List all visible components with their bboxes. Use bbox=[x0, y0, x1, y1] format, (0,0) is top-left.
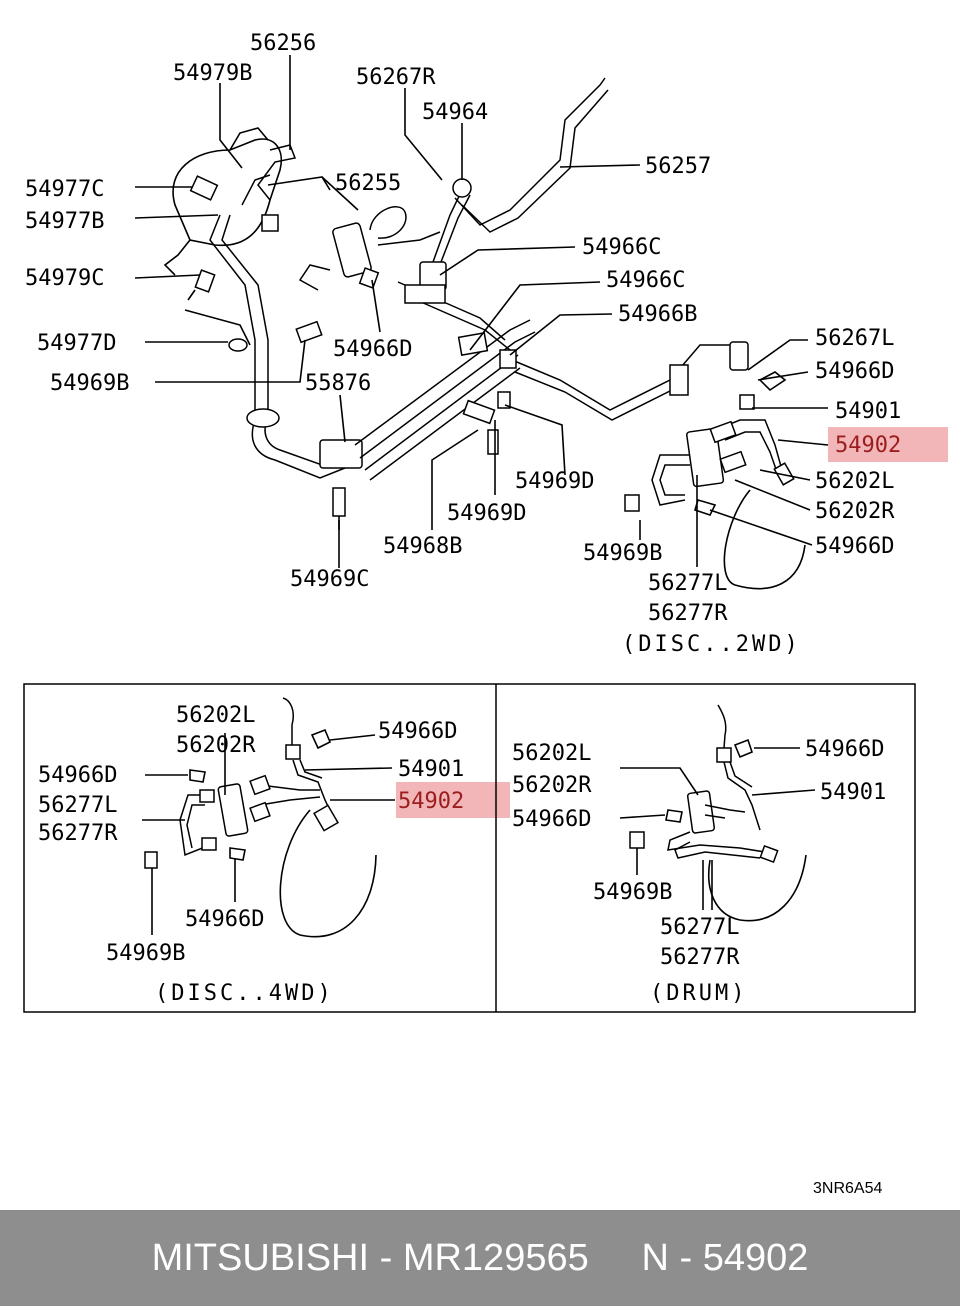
b1-label-54966D-top: 54966D bbox=[378, 719, 457, 744]
label-56255: 56255 bbox=[335, 171, 401, 196]
b2-label-56277R: 56277R bbox=[660, 945, 740, 970]
label-54977D: 54977D bbox=[37, 331, 116, 356]
label-54969C: 54969C bbox=[290, 567, 369, 592]
b2-label-54969B: 54969B bbox=[593, 880, 672, 905]
b1-label-54969B: 54969B bbox=[106, 941, 185, 966]
b2-label-56277L: 56277L bbox=[660, 915, 739, 940]
part-number-footer: MITSUBISHI - MR129565 N - 54902 bbox=[0, 1210, 960, 1306]
label-56202L-right: 56202L bbox=[815, 469, 894, 494]
b1-label-56202R: 56202R bbox=[176, 733, 256, 758]
b1-label-56277R: 56277R bbox=[38, 821, 118, 846]
b2-label-54966D-top: 54966D bbox=[805, 737, 884, 762]
label-54977C: 54977C bbox=[25, 177, 104, 202]
b1-label-54901: 54901 bbox=[398, 757, 464, 782]
label-54966D-right: 54966D bbox=[815, 359, 894, 384]
parts-diagram: 56256 54979B 56267R 54964 56257 54977C 5… bbox=[23, 31, 948, 1197]
b1-label-56277L: 56277L bbox=[38, 793, 117, 818]
drum-leader-lines bbox=[619, 747, 816, 910]
b1-label-54966D-bottom: 54966D bbox=[185, 907, 264, 932]
label-54966D-right-2: 54966D bbox=[815, 534, 894, 559]
caption-disc-4wd: (DISC..4WD) bbox=[155, 981, 334, 1006]
disc-4wd-drawing bbox=[144, 697, 377, 938]
highlight-box-main bbox=[828, 427, 948, 462]
label-54969D-2: 54969D bbox=[447, 501, 526, 526]
main-leader-lines bbox=[134, 55, 829, 568]
label-54966B: 54966B bbox=[618, 302, 697, 327]
disc-4wd-leader-lines bbox=[142, 733, 395, 935]
label-56267L: 56267L bbox=[815, 326, 894, 351]
label-54966C-1: 54966C bbox=[582, 235, 661, 260]
label-56277R-right: 56277R bbox=[648, 601, 728, 626]
label-54977B: 54977B bbox=[25, 209, 104, 234]
label-55876: 55876 bbox=[305, 371, 371, 396]
panel-frame bbox=[23, 683, 916, 1013]
label-54969D-1: 54969D bbox=[515, 469, 594, 494]
diagram-code: 3NR6A54 bbox=[813, 1180, 882, 1197]
label-54902-right: 54902 bbox=[835, 433, 901, 458]
highlight-box-disc4wd bbox=[396, 782, 510, 818]
footer-part-text: MITSUBISHI - MR129565 N - 54902 bbox=[151, 1236, 809, 1279]
label-54968B: 54968B bbox=[383, 534, 462, 559]
label-56256: 56256 bbox=[250, 31, 316, 56]
label-56277L-right: 56277L bbox=[648, 571, 727, 596]
label-54979B: 54979B bbox=[173, 61, 252, 86]
label-54966C-2: 54966C bbox=[606, 268, 685, 293]
b1-label-54966D-left: 54966D bbox=[38, 763, 117, 788]
b1-label-54902: 54902 bbox=[398, 789, 464, 814]
label-54966D-main: 54966D bbox=[333, 337, 412, 362]
label-54901-right: 54901 bbox=[835, 399, 901, 424]
drum-drawing bbox=[629, 704, 807, 922]
caption-drum: (DRUM) bbox=[650, 981, 747, 1006]
label-56257: 56257 bbox=[645, 154, 711, 179]
label-56267R: 56267R bbox=[356, 65, 436, 90]
label-54969B-main: 54969B bbox=[50, 371, 129, 396]
label-54964: 54964 bbox=[422, 100, 488, 125]
caption-disc-2wd: (DISC..2WD) bbox=[622, 632, 801, 657]
label-54979C: 54979C bbox=[25, 266, 104, 291]
b2-label-56202L: 56202L bbox=[512, 741, 591, 766]
main-assembly-drawing bbox=[163, 77, 806, 590]
b1-label-56202L: 56202L bbox=[176, 703, 255, 728]
label-54969B-right: 54969B bbox=[583, 541, 662, 566]
label-56202R-right: 56202R bbox=[815, 499, 895, 524]
b2-label-54901: 54901 bbox=[820, 780, 886, 805]
b2-label-56202R: 56202R bbox=[512, 773, 592, 798]
b2-label-54966D-left: 54966D bbox=[512, 807, 591, 832]
